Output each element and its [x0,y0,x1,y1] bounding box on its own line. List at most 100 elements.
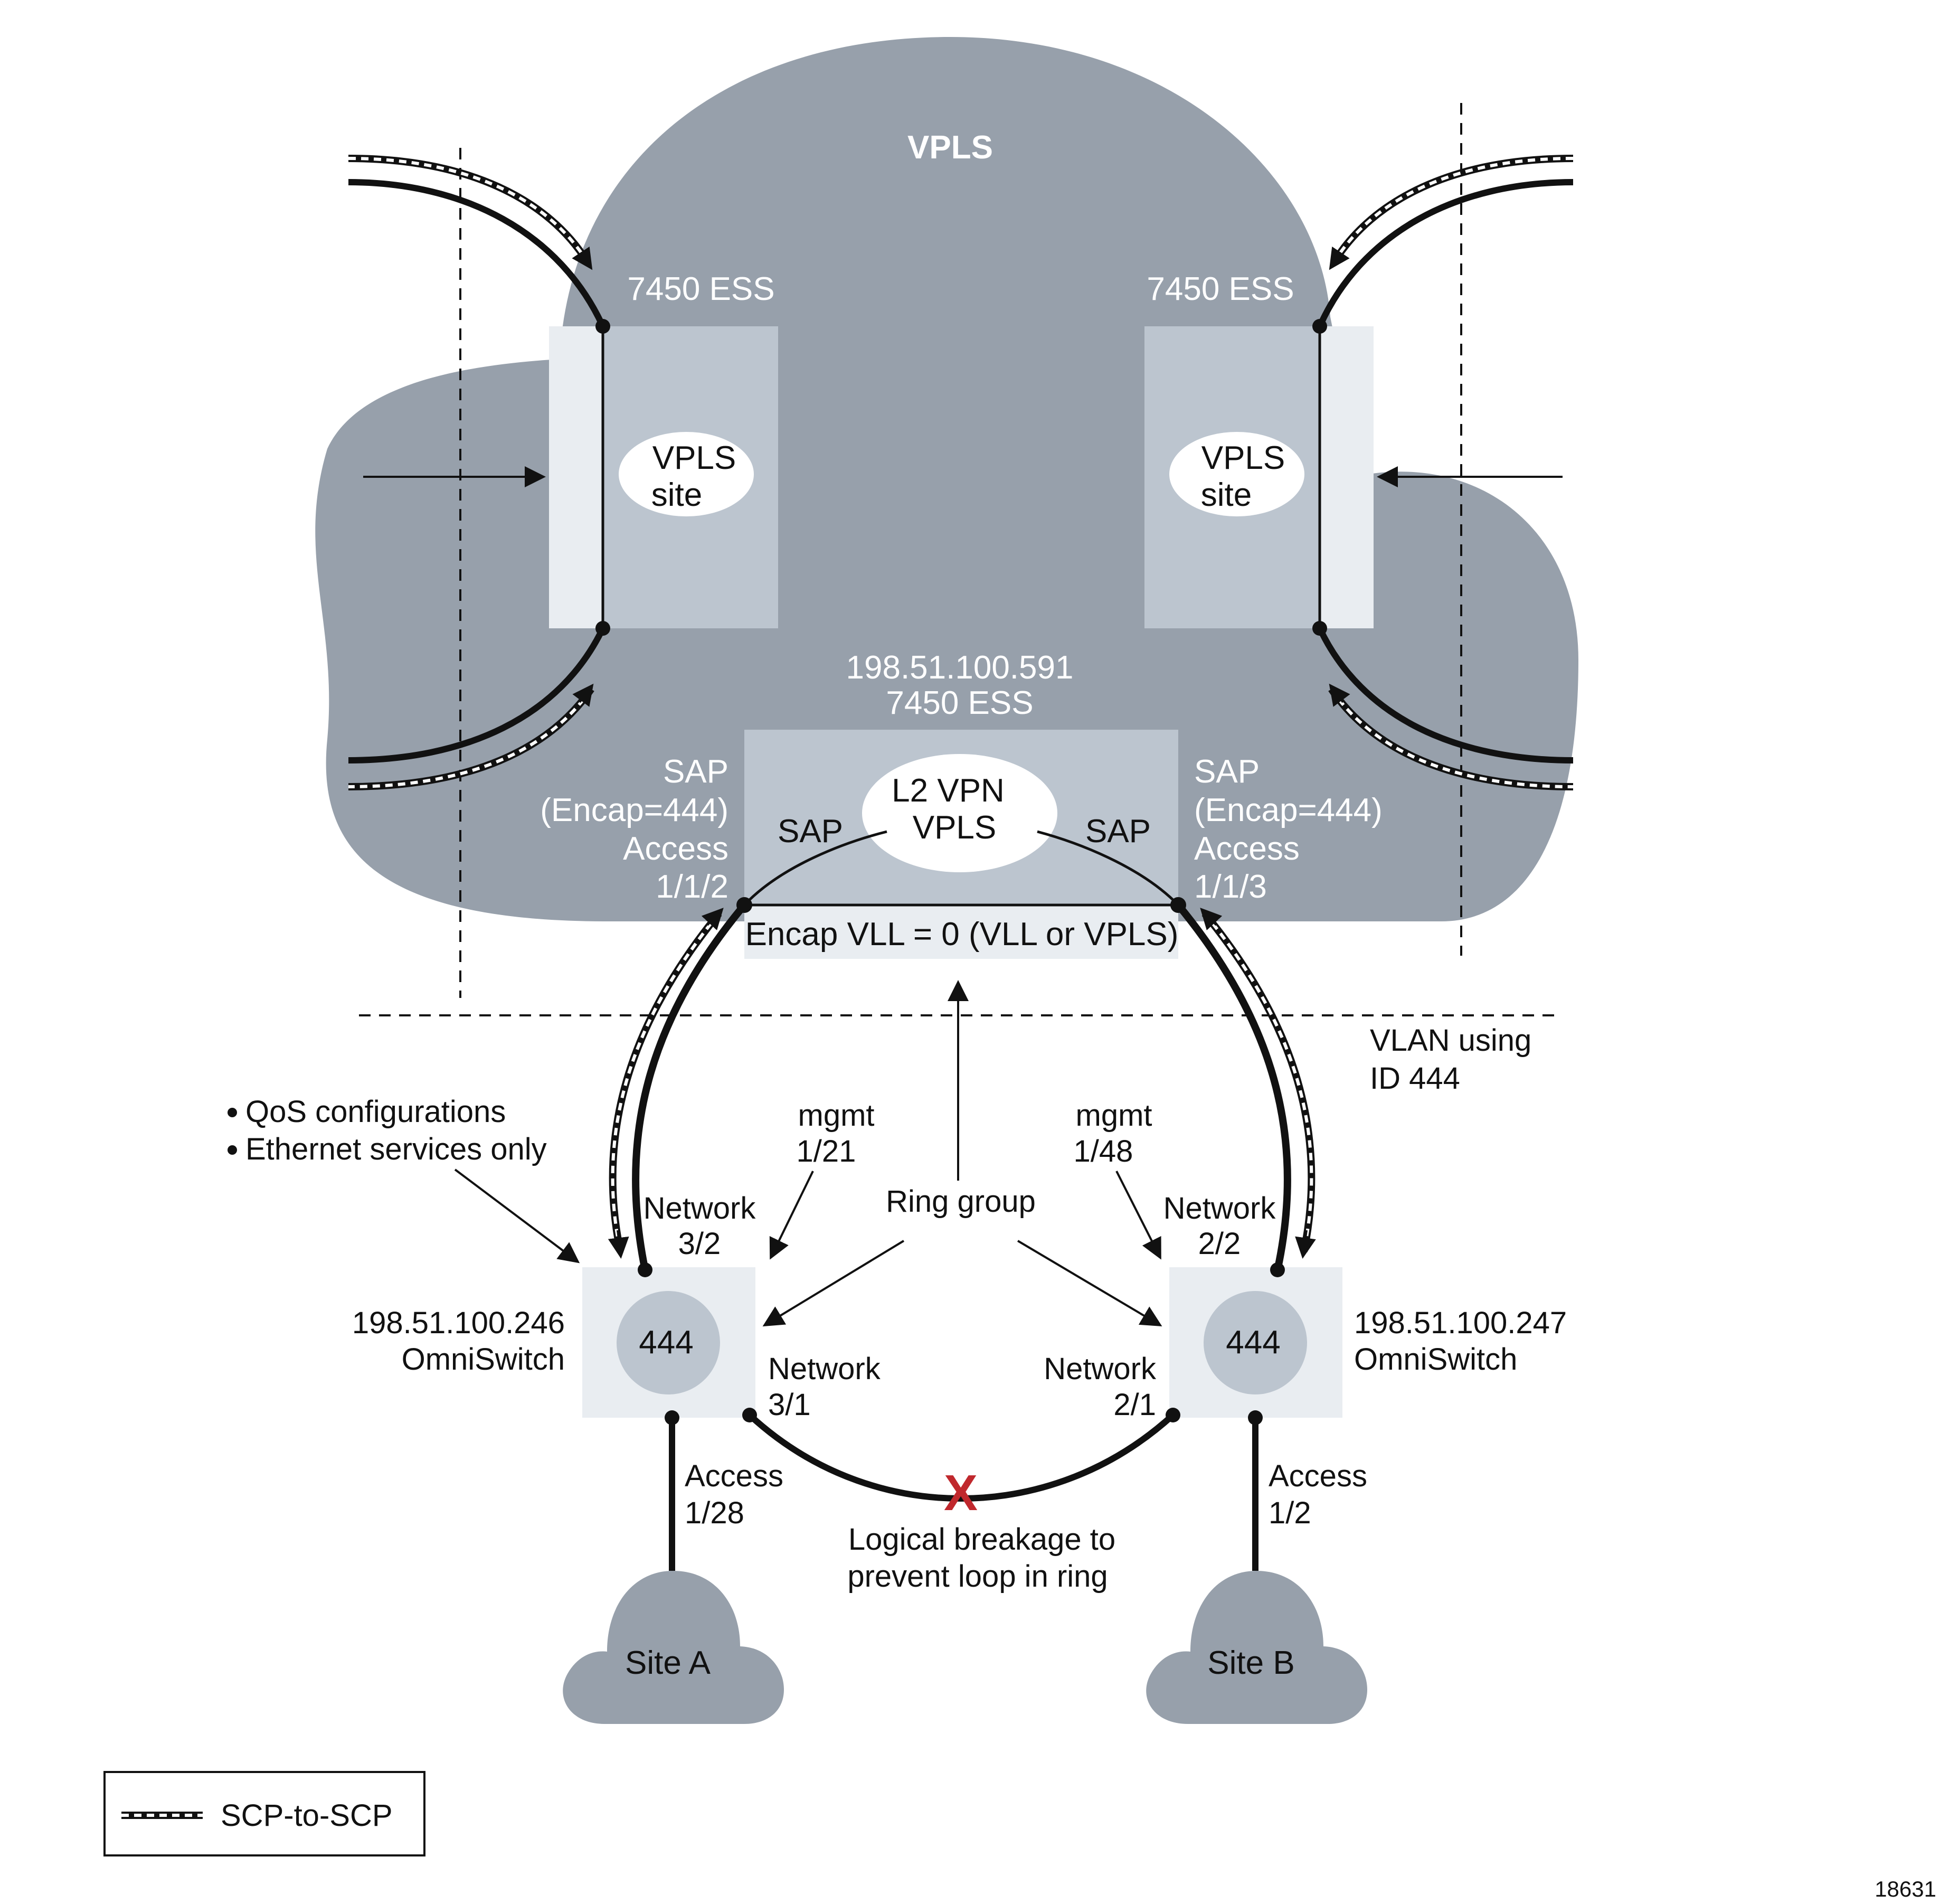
right-site-label-line2: site [1201,477,1252,513]
mgmt-left-line1: mgmt [798,1098,875,1133]
left-switch-name: OmniSwitch [402,1342,565,1377]
right-router: VPLS site 7450 ESS [1144,271,1374,628]
left-access-line2: 1/28 [685,1496,744,1530]
right-net-bottom-line2: 2/1 [1113,1388,1156,1422]
center-sap-left: SAP [778,813,843,850]
mgmt-right: mgmt 1/48 [1074,1098,1161,1260]
right-top-scp-inner [1333,157,1574,262]
center-router-label: 7450 ESS [886,685,1033,721]
left-switch-vlan: 444 [639,1324,693,1361]
left-net-bottom-line1: Network [768,1352,881,1386]
site-a-cloud: Site A [563,1571,784,1724]
center-inner-arc-right [1037,830,1179,906]
left-vpls-site-oval [619,432,754,516]
figure-id: 18631 [1875,1877,1936,1901]
left-sap-line3: Access [623,831,728,867]
left-sap-line4: 1/1/2 [656,869,728,905]
center-router-encap-strip [744,905,1178,959]
right-bottom-link [1317,627,1574,764]
legend: SCP-to-SCP [103,1771,425,1856]
left-switch-access-port [665,1410,679,1425]
left-router-label: 7450 ESS [627,271,774,307]
center-router: 198.51.100.591 7450 ESS L2 VPN VPLS SAP … [744,649,1178,959]
mgmt-left: mgmt 1/21 [769,1098,875,1260]
cloud-label: VPLS [907,129,993,166]
site-b-label: Site B [1207,1645,1294,1681]
center-router-ip: 198.51.100.591 [846,649,1074,686]
right-sap-line3: Access [1194,831,1300,867]
breakage-x-icon: X [944,1465,978,1521]
ring-group-label: Ring group [886,1184,1036,1219]
breakage-line2: prevent loop in ring [847,1559,1108,1594]
left-top-scp-inner [348,157,589,262]
right-net-top-line1: Network [1163,1191,1276,1226]
center-inner-arc-left [743,830,887,906]
right-switch-name: OmniSwitch [1354,1342,1517,1377]
right-sap-line4: 1/1/3 [1194,869,1267,905]
bullet-item-2: Ethernet services only [245,1132,547,1166]
left-router-links [348,155,610,790]
right-sap-line2: (Encap=444) [1194,792,1383,828]
right-sap-labels: SAP (Encap=444) Access 1/1/3 [1194,753,1383,905]
center-sap-right: SAP [1085,813,1151,850]
site-a-label: Site A [625,1645,711,1681]
left-bottom-scp-inner [348,688,593,788]
right-switch-ip: 198.51.100.247 [1354,1306,1567,1340]
right-vpls-site-oval [1169,432,1304,516]
right-router-top-port [1312,319,1327,334]
left-site-label-line1: VPLS [652,440,736,476]
right-switch-access-port [1248,1410,1263,1425]
left-switch-ip: 198.51.100.246 [352,1306,565,1340]
left-sap-line1: SAP [663,753,728,790]
left-access-line1: Access [685,1459,783,1493]
feature-bullets: QoS configurations Ethernet services onl… [228,1095,580,1264]
bullet-item-1: QoS configurations [245,1095,506,1129]
right-access-line2: 1/2 [1269,1496,1311,1530]
right-top-link [1317,179,1574,328]
mgmt-right-line2: 1/48 [1074,1134,1133,1168]
boundary-lines [359,103,1563,1016]
left-switch-net-top-port [638,1262,652,1277]
ring-left-scp-inner [611,912,721,1252]
vlan-note-line2: ID 444 [1370,1061,1460,1096]
logical-breakage: X Logical breakage to prevent loop in ri… [847,1465,1115,1594]
right-router-label: 7450 ESS [1147,271,1294,307]
ring-left-link [632,902,747,1271]
left-router-side [549,326,603,628]
right-net-bottom-line1: Network [1044,1352,1157,1386]
breakage-line1: Logical breakage to [848,1522,1115,1557]
right-router-side [1320,326,1374,628]
left-bottom-link [348,627,606,764]
left-sap-line2: (Encap=444) [540,792,728,828]
left-site-label-line2: site [651,477,702,513]
left-switch-net-bottom-port [742,1408,757,1422]
right-switch: 444 198.51.100.247 OmniSwitch Network 2/… [1044,1191,1567,1571]
mgmt-right-line1: mgmt [1076,1098,1152,1133]
right-bottom-scp-inner [1330,688,1574,788]
vpls-cloud [315,37,1578,921]
right-router-bottom-port [1312,621,1327,636]
left-switch-node [617,1291,720,1394]
right-switch-net-bottom-port [1166,1408,1180,1422]
vlan-note-line1: VLAN using [1370,1023,1531,1058]
sap-port-right [1170,897,1186,913]
l2vpn-vpls-oval [862,754,1057,872]
left-net-top-line2: 3/2 [678,1227,721,1261]
service-label-line1: L2 VPN [892,772,1005,809]
right-switch-net-top-port [1270,1262,1285,1277]
site-b-cloud: Site B [1146,1571,1367,1724]
right-net-top-line2: 2/2 [1198,1227,1241,1261]
right-access-line1: Access [1269,1459,1367,1493]
ring-group: Ring group [762,980,1162,1327]
service-label-line2: VPLS [913,809,997,846]
right-sap-line1: SAP [1194,753,1260,790]
left-top-link [348,179,606,328]
left-router-top-port [595,319,610,334]
ring-right-link [1175,902,1291,1271]
left-net-bottom-line2: 3/1 [768,1388,811,1422]
left-sap-labels: SAP (Encap=444) Access 1/1/2 [540,753,728,905]
right-site-label-line1: VPLS [1201,440,1285,476]
right-router-links [1312,155,1574,790]
